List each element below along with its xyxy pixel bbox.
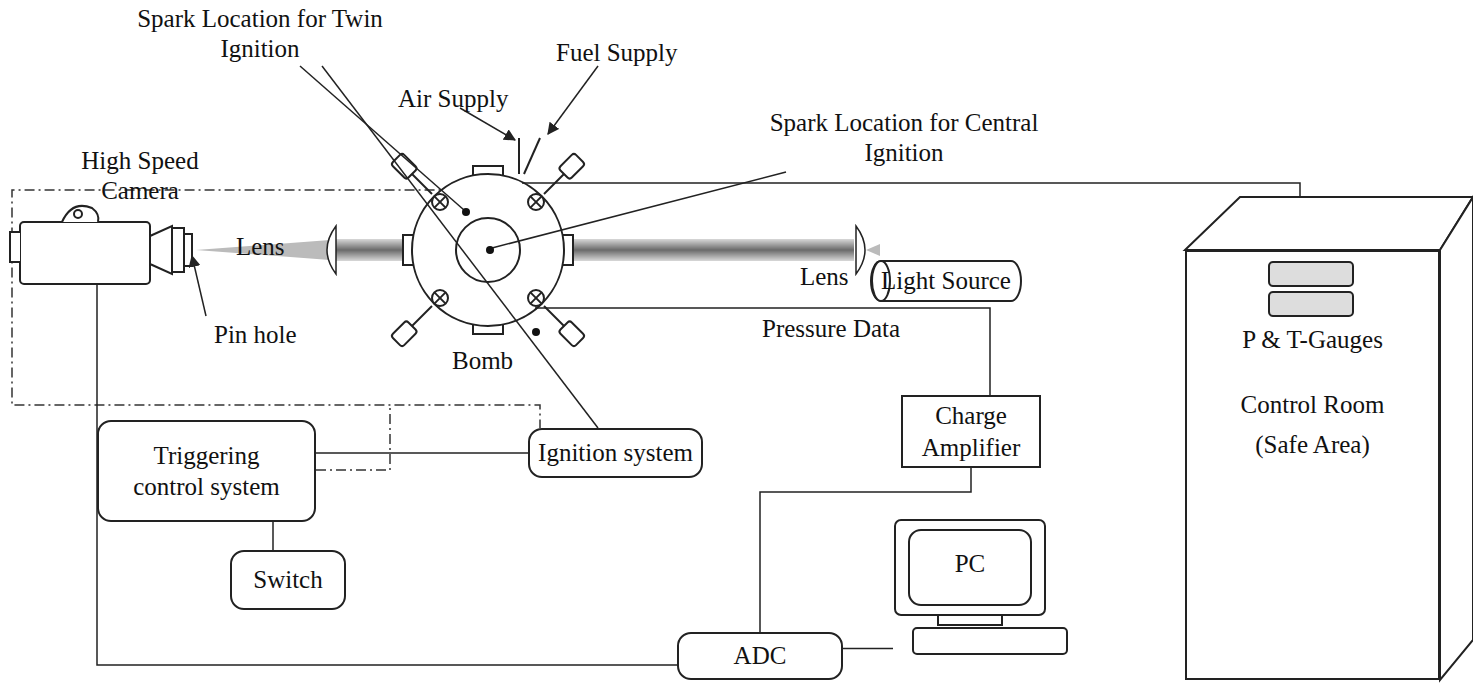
spark-plug (391, 153, 448, 210)
node-text: Light Source (881, 265, 1011, 296)
node-text: PC (893, 548, 1047, 579)
node-text: Switch (253, 564, 322, 595)
amplifier-box: Charge Amplifier (901, 395, 1041, 468)
node-text: Control Room (Safe Area) (1213, 385, 1413, 465)
switch-box: Switch (230, 550, 346, 610)
part-label: Fuel Supply (556, 38, 678, 68)
part-label: Lens (800, 262, 849, 292)
gauges (1187, 252, 1438, 678)
part-label: Air Supply (398, 84, 508, 114)
spark-plug (528, 290, 585, 347)
node-text: P & T-Gauges (1242, 324, 1383, 355)
wire-connector (843, 648, 893, 650)
part-label: Spark Location for Twin Ignition (120, 4, 400, 64)
spark-plug (528, 153, 585, 210)
part-label: Bomb (452, 346, 513, 376)
adc-box: ADC (677, 632, 843, 680)
part-label: Pressure Data (762, 314, 900, 344)
node-text: Triggering control system (117, 440, 297, 503)
wire-connector (316, 452, 528, 454)
pc-outline (893, 518, 1069, 665)
part-label: High Speed Camera (70, 146, 210, 206)
node-text: Ignition system (538, 437, 693, 468)
pc-computer: PC (893, 518, 1069, 665)
spark-plug (391, 290, 448, 347)
process-box: Ignition system (528, 428, 703, 478)
wire-connector (272, 522, 274, 550)
light-source: Light Source (871, 260, 1021, 302)
part-label: Lens (236, 232, 285, 262)
part-label: Spark Location for Central Ignition (764, 108, 1044, 168)
node-text: ADC (734, 640, 787, 671)
part-label: Pin hole (214, 320, 297, 350)
control-room: P & T-GaugesControl Room (Safe Area) (1185, 250, 1440, 680)
process-box: Triggering control system (97, 420, 316, 522)
node-text: Charge Amplifier (911, 400, 1031, 463)
